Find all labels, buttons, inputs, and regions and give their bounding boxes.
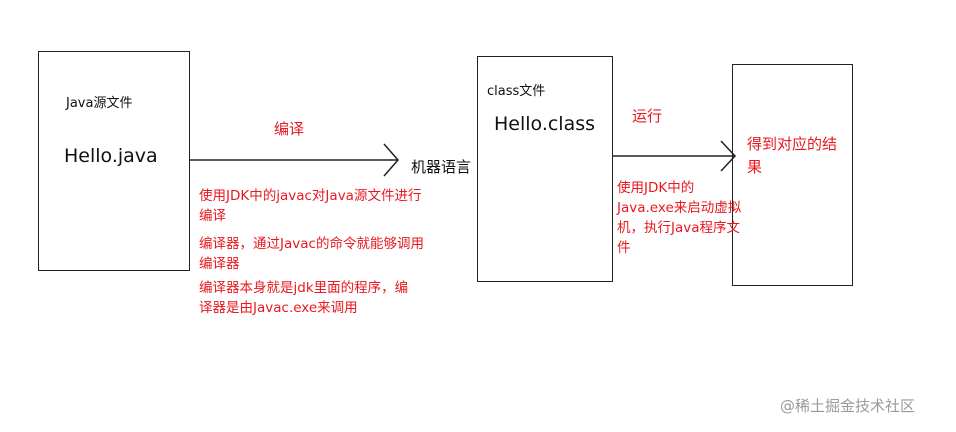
compile-arrow-label: 编译 [274,120,305,138]
source-file-label: Java源文件 [66,96,133,111]
result-box [732,64,853,286]
compile-note-line5: 编译器本身就是jdk里面的程序，编 [199,280,409,296]
run-notes: 使用JDK中的 Java.exe来启动虚拟 机，执行Java程序文 件 [617,178,741,258]
class-file-label: class文件 [487,84,546,99]
compile-note-line1: 使用JDK中的javac对Java源文件进行 [199,188,422,204]
compile-note-line4: 编译器 [199,256,240,272]
source-file-name: Hello.java [64,145,158,167]
run-note-line1: 使用JDK中的 [617,180,695,196]
compile-note-line6: 译器是由Javac.exe来调用 [199,300,358,316]
run-arrow-head [720,140,737,172]
compile-arrow-head [383,143,399,177]
class-file-box [477,56,613,282]
machine-language-label: 机器语言 [411,158,472,176]
compile-note-line2: 编译 [199,208,226,224]
run-note-line3: 机，执行Java程序文 [617,220,741,236]
run-note-line4: 件 [617,240,631,256]
watermark: @稀土掘金技术社区 [780,397,916,415]
compile-notes: 使用JDK中的javac对Java源文件进行 编译 编译器，通过Javac的命令… [199,186,424,318]
compile-note-line3: 编译器，通过Javac的命令就能够调用 [199,236,424,252]
source-file-box [38,51,190,271]
result-text-line2: 果 [747,158,763,176]
run-note-line2: Java.exe来启动虚拟 [617,200,742,216]
class-file-name: Hello.class [494,113,596,135]
run-arrow-label: 运行 [632,107,663,125]
result-text-line1: 得到对应的结 [747,135,838,153]
